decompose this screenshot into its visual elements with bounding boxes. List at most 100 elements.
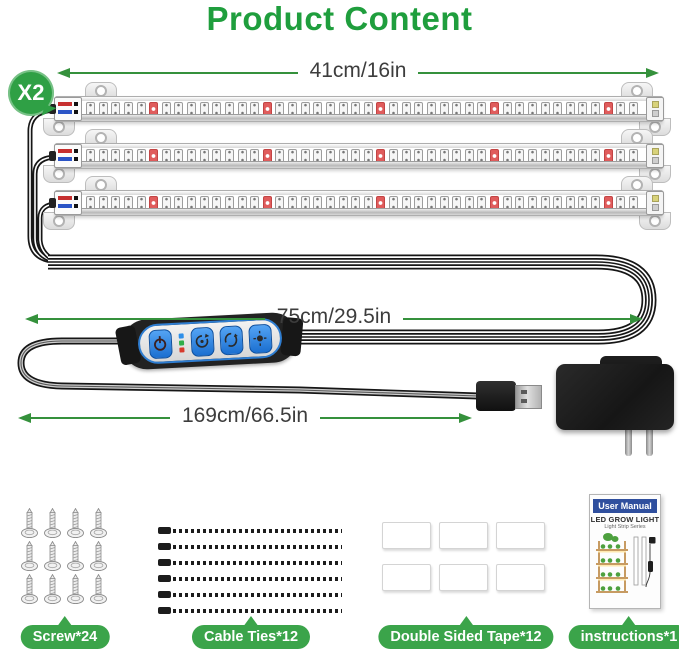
status-indicator-lights xyxy=(178,332,185,353)
clip-hole-icon xyxy=(649,121,661,133)
page-title: Product Content xyxy=(206,0,473,37)
manual-header: User Manual xyxy=(593,499,657,513)
mounting-clip xyxy=(85,129,117,147)
pointer-up-icon xyxy=(458,616,474,627)
tape-pad xyxy=(496,564,545,591)
dimension-strip-length-text: 41cm/16in xyxy=(309,59,407,82)
strip-connector xyxy=(49,144,82,168)
screw-icon xyxy=(90,508,107,539)
arrowhead-right-icon xyxy=(646,68,660,78)
clip-hole-icon xyxy=(53,121,65,133)
manual-subtitle: Light Strip Series xyxy=(604,524,646,530)
screw-icon xyxy=(90,541,107,572)
arrowhead-left-icon xyxy=(18,413,31,423)
strip-bar xyxy=(55,190,663,216)
power-button xyxy=(147,328,173,359)
tape-pad xyxy=(439,564,488,591)
dimension-cable-middle: 75cm/29.5in xyxy=(25,305,643,332)
arrowhead-left-icon xyxy=(25,314,38,324)
cable-tie xyxy=(158,607,342,614)
clip-hole-icon xyxy=(53,215,65,227)
usb-body xyxy=(476,381,516,411)
blue-wire xyxy=(58,157,72,161)
strip-bar xyxy=(55,96,663,122)
manual-title: LED GROW LIGHT xyxy=(590,515,660,524)
cable-tie xyxy=(158,591,342,598)
clip-hole-icon xyxy=(53,168,65,180)
screws-grid xyxy=(18,508,110,605)
strip-connector xyxy=(49,97,82,121)
cycle-icon xyxy=(224,332,238,347)
tape-grid xyxy=(382,522,545,591)
mounting-clip xyxy=(621,82,653,100)
screw-icon xyxy=(90,574,107,605)
strip-endcap xyxy=(646,97,664,121)
screw-icon xyxy=(67,508,84,539)
led-row xyxy=(86,195,638,210)
instructions-label: instructions*1 xyxy=(568,616,679,649)
screw-icon xyxy=(67,574,84,605)
pointer-up-icon xyxy=(57,616,73,627)
controller-face xyxy=(137,317,283,365)
tape-label: Double Sided Tape*12 xyxy=(378,616,554,649)
timer-button xyxy=(189,326,215,357)
brightness-button xyxy=(247,323,273,354)
indicator-green xyxy=(178,339,184,346)
power-icon xyxy=(154,336,167,351)
cable-tie xyxy=(158,575,342,582)
screw-icon xyxy=(67,541,84,572)
led-strip-1 xyxy=(43,82,671,136)
cable-tie xyxy=(158,559,342,566)
screw-icon xyxy=(44,541,61,572)
cable-tie xyxy=(158,527,342,534)
pointer-up-icon xyxy=(621,616,637,627)
timer-controller xyxy=(114,311,304,371)
quantity-badge: X2 xyxy=(8,70,57,120)
usb-metal-tip xyxy=(515,385,542,409)
tape-pad xyxy=(496,522,545,549)
quantity-badge-text: X2 xyxy=(17,80,45,105)
mounting-clip xyxy=(43,118,75,136)
pointer-up-icon xyxy=(242,616,259,627)
screw-icon xyxy=(21,574,38,605)
brightness-icon xyxy=(253,330,267,346)
red-wire xyxy=(58,149,72,153)
tape-pad xyxy=(439,522,488,549)
dimension-cable-total-text: 169cm/66.5in xyxy=(181,404,309,427)
strip-bar xyxy=(55,143,663,169)
dimension-cable-middle-text: 75cm/29.5in xyxy=(276,305,392,328)
clip-hole-icon xyxy=(649,215,661,227)
strip-endcap xyxy=(646,191,664,215)
dimension-strip-length: 41cm/16in xyxy=(57,59,660,86)
cycle-button xyxy=(218,324,244,355)
screw-icon xyxy=(21,541,38,572)
user-manual: User Manual LED GROW LIGHT Light Strip S… xyxy=(589,494,661,609)
timer-icon xyxy=(195,333,210,348)
clip-hole-icon xyxy=(649,168,661,180)
strip-endcap xyxy=(646,144,664,168)
red-wire xyxy=(58,102,72,106)
cable-ties-stack xyxy=(158,527,342,614)
tape-pad xyxy=(382,522,431,549)
led-strip-2 xyxy=(43,129,671,183)
screw-icon xyxy=(44,574,61,605)
tape-pad xyxy=(382,564,431,591)
screw-icon xyxy=(44,508,61,539)
cable-tie xyxy=(158,543,342,550)
mounting-clip xyxy=(43,165,75,183)
adapter-prong xyxy=(646,424,653,456)
arrowhead-left-icon xyxy=(57,68,70,78)
manual-illustration xyxy=(596,533,656,593)
dimension-cable-total: 169cm/66.5in xyxy=(18,404,472,431)
blue-wire xyxy=(58,204,72,208)
arrowhead-right-icon xyxy=(630,314,643,324)
screws-label: Screw*24 xyxy=(20,616,110,649)
strip-connector xyxy=(49,191,82,215)
indicator-red xyxy=(178,346,185,353)
arrowhead-right-icon xyxy=(459,413,472,423)
red-wire xyxy=(58,196,72,200)
cable-ties-label: Cable Ties*12 xyxy=(191,616,311,649)
led-strip-3 xyxy=(43,176,671,230)
screw-icon xyxy=(21,508,38,539)
